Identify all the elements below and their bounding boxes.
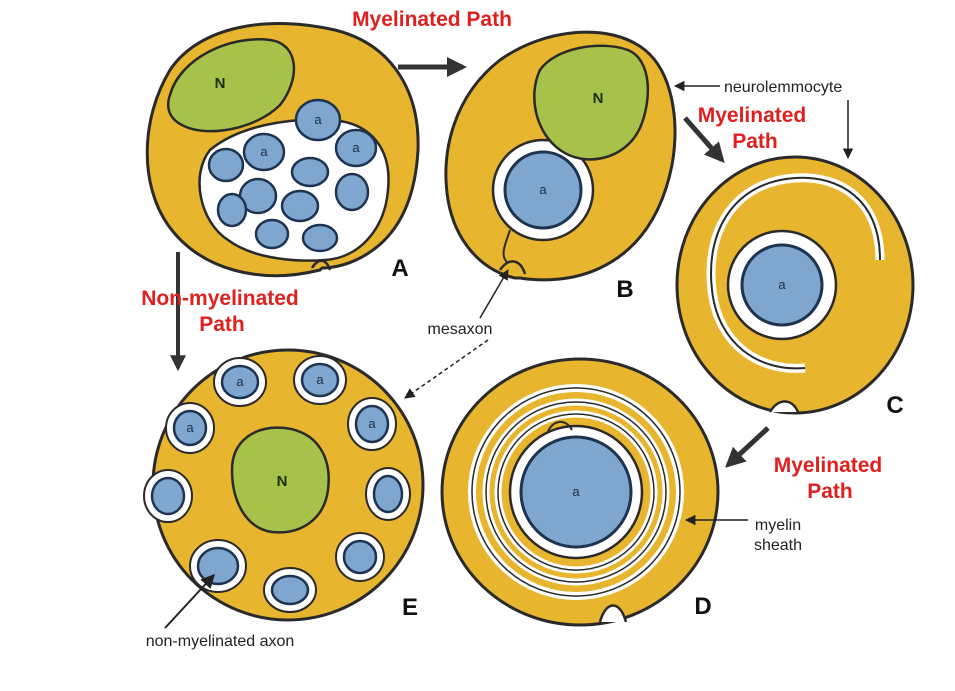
- label-myelin-sheath-2: sheath: [754, 537, 802, 554]
- panel-c-letter: C: [886, 392, 903, 419]
- panel-a-axon-label-3: a: [260, 144, 268, 159]
- panel-a-nucleus-label: N: [215, 75, 226, 92]
- panel-e-axon-label-2: a: [316, 372, 324, 387]
- panel-c-cell: a C: [677, 157, 913, 419]
- label-non-myelinated-path-2: Path: [199, 313, 245, 336]
- arrow-c-to-d: [728, 428, 768, 465]
- label-neurolemmocyte: neurolemmocyte: [724, 79, 842, 96]
- panel-e-nucleus: N: [232, 428, 329, 533]
- panel-e-letter: E: [402, 594, 418, 621]
- panel-a-cell: N a a a A: [147, 23, 418, 282]
- label-myelinated-path-right-2: Path: [732, 130, 778, 153]
- panel-e-nucleus-label: N: [277, 473, 288, 490]
- panel-d-axon-label: a: [572, 484, 580, 499]
- panel-e-axon-label-3: a: [368, 416, 376, 431]
- panel-a-letter: A: [391, 255, 408, 282]
- label-non-myelinated-path-1: Non-myelinated: [141, 287, 299, 310]
- label-myelin-sheath-1: myelin: [755, 517, 801, 534]
- panel-d-cell: a D: [442, 359, 718, 625]
- panel-e-cell: N: [144, 350, 423, 621]
- label-non-myelinated-axon: non-myelinated axon: [146, 633, 295, 650]
- mesaxon-pointer-e: [405, 340, 488, 398]
- panel-e-axon-label-1: a: [236, 374, 244, 389]
- panel-a-axon-label-1: a: [314, 112, 322, 127]
- panel-b-letter: B: [616, 276, 633, 303]
- non-myelinated-axon-pointer: [165, 575, 214, 628]
- label-myelinated-path-right-1: Myelinated: [698, 104, 807, 127]
- label-myelinated-path-lower-1: Myelinated: [774, 454, 883, 477]
- panel-e-axon-label-4: a: [186, 420, 194, 435]
- panel-b-axon-label: a: [539, 182, 547, 197]
- panel-b-nucleus-label: N: [593, 90, 604, 107]
- panel-c-axon-label: a: [778, 277, 786, 292]
- panel-b-cell: N a B: [446, 32, 675, 303]
- label-myelinated-path-lower-2: Path: [807, 480, 853, 503]
- label-myelinated-path-top: Myelinated Path: [352, 8, 512, 31]
- panel-a-axon-label-2: a: [352, 140, 360, 155]
- panel-d-letter: D: [694, 593, 711, 620]
- panel-b-nucleus: N: [534, 46, 648, 160]
- mesaxon-pointer-b: [480, 270, 508, 318]
- label-mesaxon: mesaxon: [428, 321, 493, 338]
